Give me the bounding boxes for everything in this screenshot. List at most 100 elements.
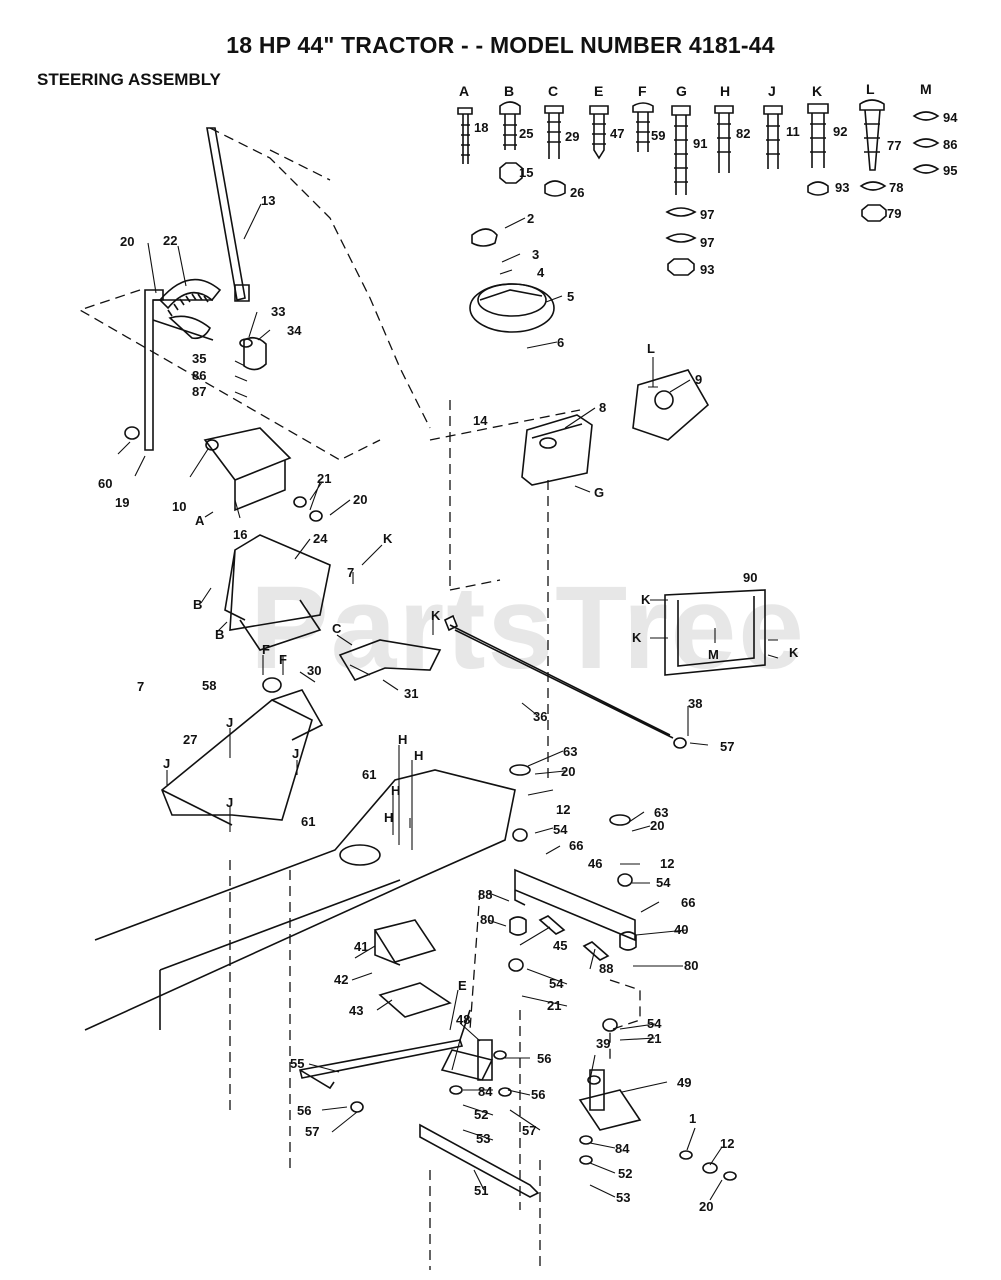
part-callout: 6	[557, 335, 565, 350]
hardware-key-letter: J	[768, 83, 776, 99]
hardware-ref-letter: H	[384, 810, 394, 825]
part-callout: 60	[98, 476, 113, 491]
hardware-part-number: 18	[474, 120, 489, 135]
drag-link-art	[299, 1009, 471, 1090]
part-callout: 20	[561, 764, 576, 779]
part-callout: 16	[233, 527, 248, 542]
front-axle-art	[509, 868, 637, 961]
hardware-ref-letter: J	[226, 795, 234, 810]
part-callout: 53	[476, 1131, 491, 1146]
part-callout: 80	[480, 912, 495, 927]
hardware-part-number: 26	[570, 185, 585, 200]
part-callout: 46	[588, 856, 603, 871]
part-callout: 12	[556, 802, 571, 817]
part-callout: 84	[615, 1141, 630, 1156]
part-callout: 48	[456, 1012, 471, 1027]
hardware-key-letter: C	[548, 83, 559, 99]
part-callout: 86	[192, 368, 207, 383]
hardware-ref-letter: A	[195, 513, 205, 528]
steering-support-art	[224, 534, 331, 651]
hardware-ref-letter: J	[226, 715, 234, 730]
small-hardware-art	[124, 338, 737, 1181]
part-callout: 1	[689, 1111, 697, 1126]
hardware-ref-letter: K	[383, 531, 393, 546]
part-callout: 42	[334, 972, 349, 987]
hardware-key-letter: K	[812, 83, 823, 99]
bracket-90-art	[664, 589, 766, 676]
hardware-key-letter: A	[459, 83, 470, 99]
part-callout: 55	[290, 1056, 305, 1071]
hardware-part-number: 79	[887, 206, 902, 221]
axle-support-art	[373, 919, 452, 1018]
part-callout: 61	[301, 814, 316, 829]
hardware-part-number: 59	[651, 128, 666, 143]
spindle-art	[440, 1039, 642, 1131]
part-callout: 9	[695, 372, 703, 387]
hardware-ref-letter: J	[163, 756, 171, 771]
hardware-part-number: 91	[693, 136, 708, 151]
hardware-ref-letter: K	[431, 608, 441, 623]
hardware-ref-letter: B	[215, 627, 225, 642]
hardware-key-letter: G	[676, 83, 687, 99]
part-callout: 87	[192, 384, 207, 399]
part-callout: 51	[474, 1183, 489, 1198]
part-callout: 88	[599, 961, 614, 976]
part-callout: 52	[618, 1166, 633, 1181]
hardware-key-letter: F	[638, 83, 647, 99]
hardware-part-number: 25	[519, 126, 534, 141]
part-callout: 12	[720, 1136, 735, 1151]
hardware-ref-letter: B	[193, 597, 203, 612]
part-callout: 54	[553, 822, 568, 837]
part-callout: 7	[347, 565, 355, 580]
hardware-key-letter: H	[720, 83, 731, 99]
part-callout: 61	[362, 767, 377, 782]
watermark: PartsTree	[250, 562, 806, 694]
part-callout: 84	[478, 1084, 493, 1099]
part-callout: 20	[120, 234, 135, 249]
part-callout: 12	[660, 856, 675, 871]
part-callout: 56	[531, 1087, 546, 1102]
chassis-frame-art	[84, 769, 516, 1031]
part-callout: 3	[532, 247, 540, 262]
steering-arm-art	[144, 289, 292, 512]
part-callout: 88	[478, 887, 493, 902]
hardware-part-number: 29	[565, 129, 580, 144]
part-callout: 54	[656, 875, 671, 890]
part-callout: 56	[537, 1051, 552, 1066]
part-callout: 4	[537, 265, 545, 280]
hardware-ref-letter: M	[708, 647, 719, 662]
part-callout: 22	[163, 233, 178, 248]
part-callout: 33	[271, 304, 286, 319]
part-callout: 2	[527, 211, 535, 226]
part-callout: 90	[743, 570, 758, 585]
hardware-ref-letter: K	[641, 592, 651, 607]
part-callout: 66	[569, 838, 584, 853]
hardware-part-number: 93	[700, 262, 715, 277]
part-callout: 38	[688, 696, 703, 711]
part-callout: 27	[183, 732, 198, 747]
hardware-ref-letter: F	[262, 642, 270, 657]
part-callout: 54	[647, 1016, 662, 1031]
hardware-key-art	[457, 99, 940, 276]
part-callout: 36	[533, 709, 548, 724]
hardware-part-number: 11	[786, 124, 800, 139]
plate-31-art	[338, 639, 442, 681]
steering-wheel-art	[469, 228, 555, 333]
part-callout: 63	[654, 805, 669, 820]
hardware-ref-letter: J	[292, 746, 300, 761]
frame-outline-dashed	[78, 127, 641, 1270]
hardware-part-number: 77	[887, 138, 902, 153]
part-callout: 5	[567, 289, 575, 304]
hardware-ref-letter: L	[647, 341, 655, 356]
part-callout: 20	[650, 818, 665, 833]
steering-shaft-art	[206, 127, 267, 371]
sector-gear-art	[158, 278, 222, 317]
part-callout: 41	[354, 939, 369, 954]
part-callout: 31	[404, 686, 419, 701]
hardware-key-letter: L	[866, 81, 875, 97]
hardware-ref-letter: K	[632, 630, 642, 645]
part-callout: 21	[317, 471, 332, 486]
hardware-ref-letter: C	[332, 621, 342, 636]
